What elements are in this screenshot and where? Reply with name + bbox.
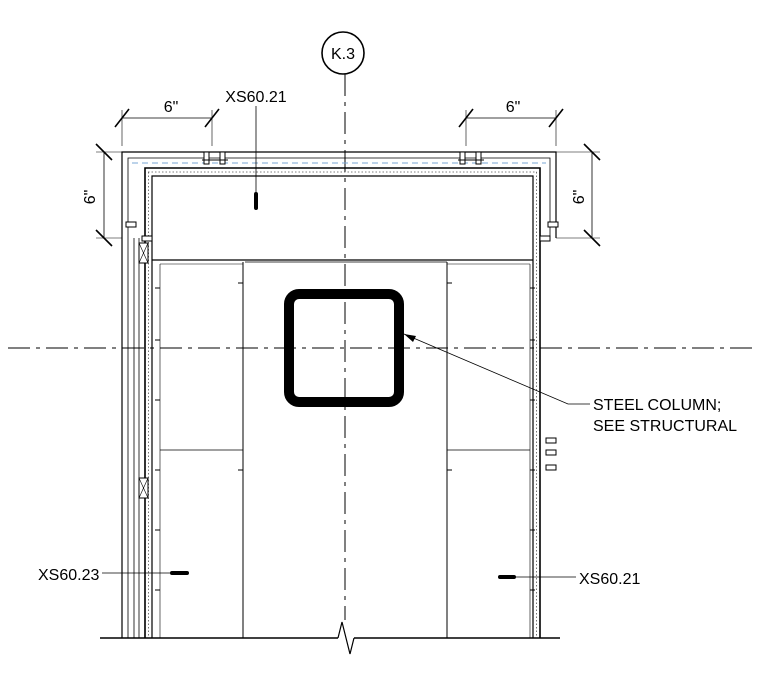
callout-bottom-right-text: XS60.21 <box>579 571 640 588</box>
dimension-side-right <box>556 143 601 247</box>
dimension-top-left-text: 6" <box>164 99 179 116</box>
column-callout-line-1: STEEL COLUMN; <box>593 397 721 414</box>
interior-panels <box>152 259 533 638</box>
callout-top-text: XS60.21 <box>225 89 286 106</box>
enclosure-outline <box>121 151 557 638</box>
dimension-top-right-text: 6" <box>506 99 521 116</box>
grid-bubble: K.3 <box>321 31 365 75</box>
dimension-side-left-text: 6" <box>82 190 99 205</box>
column-callout-leader <box>403 333 590 405</box>
floor-break-line <box>100 621 560 655</box>
dimension-side-right-text: 6" <box>571 190 588 205</box>
clip-crosses <box>138 242 149 499</box>
steel-column <box>284 289 404 407</box>
grid-bubble-label: K.3 <box>331 46 355 63</box>
callout-bottom-left-text: XS60.23 <box>38 567 99 584</box>
stud-ticks <box>155 282 535 591</box>
dimension-side-left <box>95 143 122 247</box>
dimension-top-right <box>458 108 564 146</box>
grid-lines <box>8 74 758 620</box>
fastener-clips <box>125 151 559 499</box>
dimension-top-left <box>114 108 220 146</box>
column-callout-line-2: SEE STRUCTURAL <box>593 418 737 435</box>
